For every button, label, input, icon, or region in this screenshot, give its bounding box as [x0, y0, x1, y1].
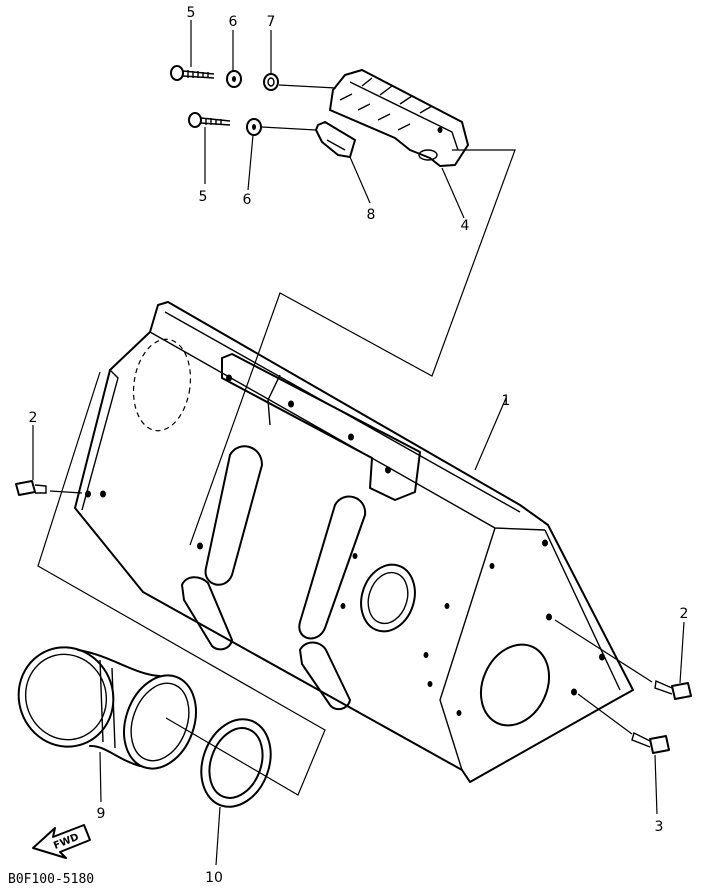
nut	[263, 73, 279, 91]
bolt-lower-right	[631, 731, 670, 754]
callout-2-left: 2	[29, 410, 38, 426]
callout-1: 1	[502, 393, 511, 409]
screw-upper	[170, 65, 215, 81]
callout-4: 4	[461, 218, 470, 234]
cover-plate	[74, 301, 634, 783]
screw-lower	[188, 112, 231, 128]
gasket-ring	[200, 718, 272, 808]
diagram-code: B0F100-5180	[8, 872, 94, 887]
callout-10: 10	[205, 870, 223, 886]
assembly-lines	[32, 20, 685, 866]
bolt-right	[654, 679, 692, 700]
washer-lower	[246, 118, 262, 136]
callout-5-bottom: 5	[199, 189, 208, 205]
callout-3: 3	[655, 819, 664, 835]
intake-duct	[17, 646, 197, 770]
washer-upper	[226, 70, 242, 88]
bolt-left	[15, 480, 47, 496]
clip	[315, 121, 356, 158]
callout-2-right: 2	[680, 606, 689, 622]
callout-5-top: 5	[187, 5, 196, 21]
callout-6-top: 6	[229, 14, 238, 30]
callout-6-bottom: 6	[243, 192, 252, 208]
callout-9: 9	[97, 806, 106, 822]
callout-8: 8	[367, 207, 376, 223]
callout-7: 7	[267, 14, 276, 30]
bracket-assembly	[329, 69, 469, 167]
fwd-arrow-icon: FWD	[32, 824, 91, 859]
